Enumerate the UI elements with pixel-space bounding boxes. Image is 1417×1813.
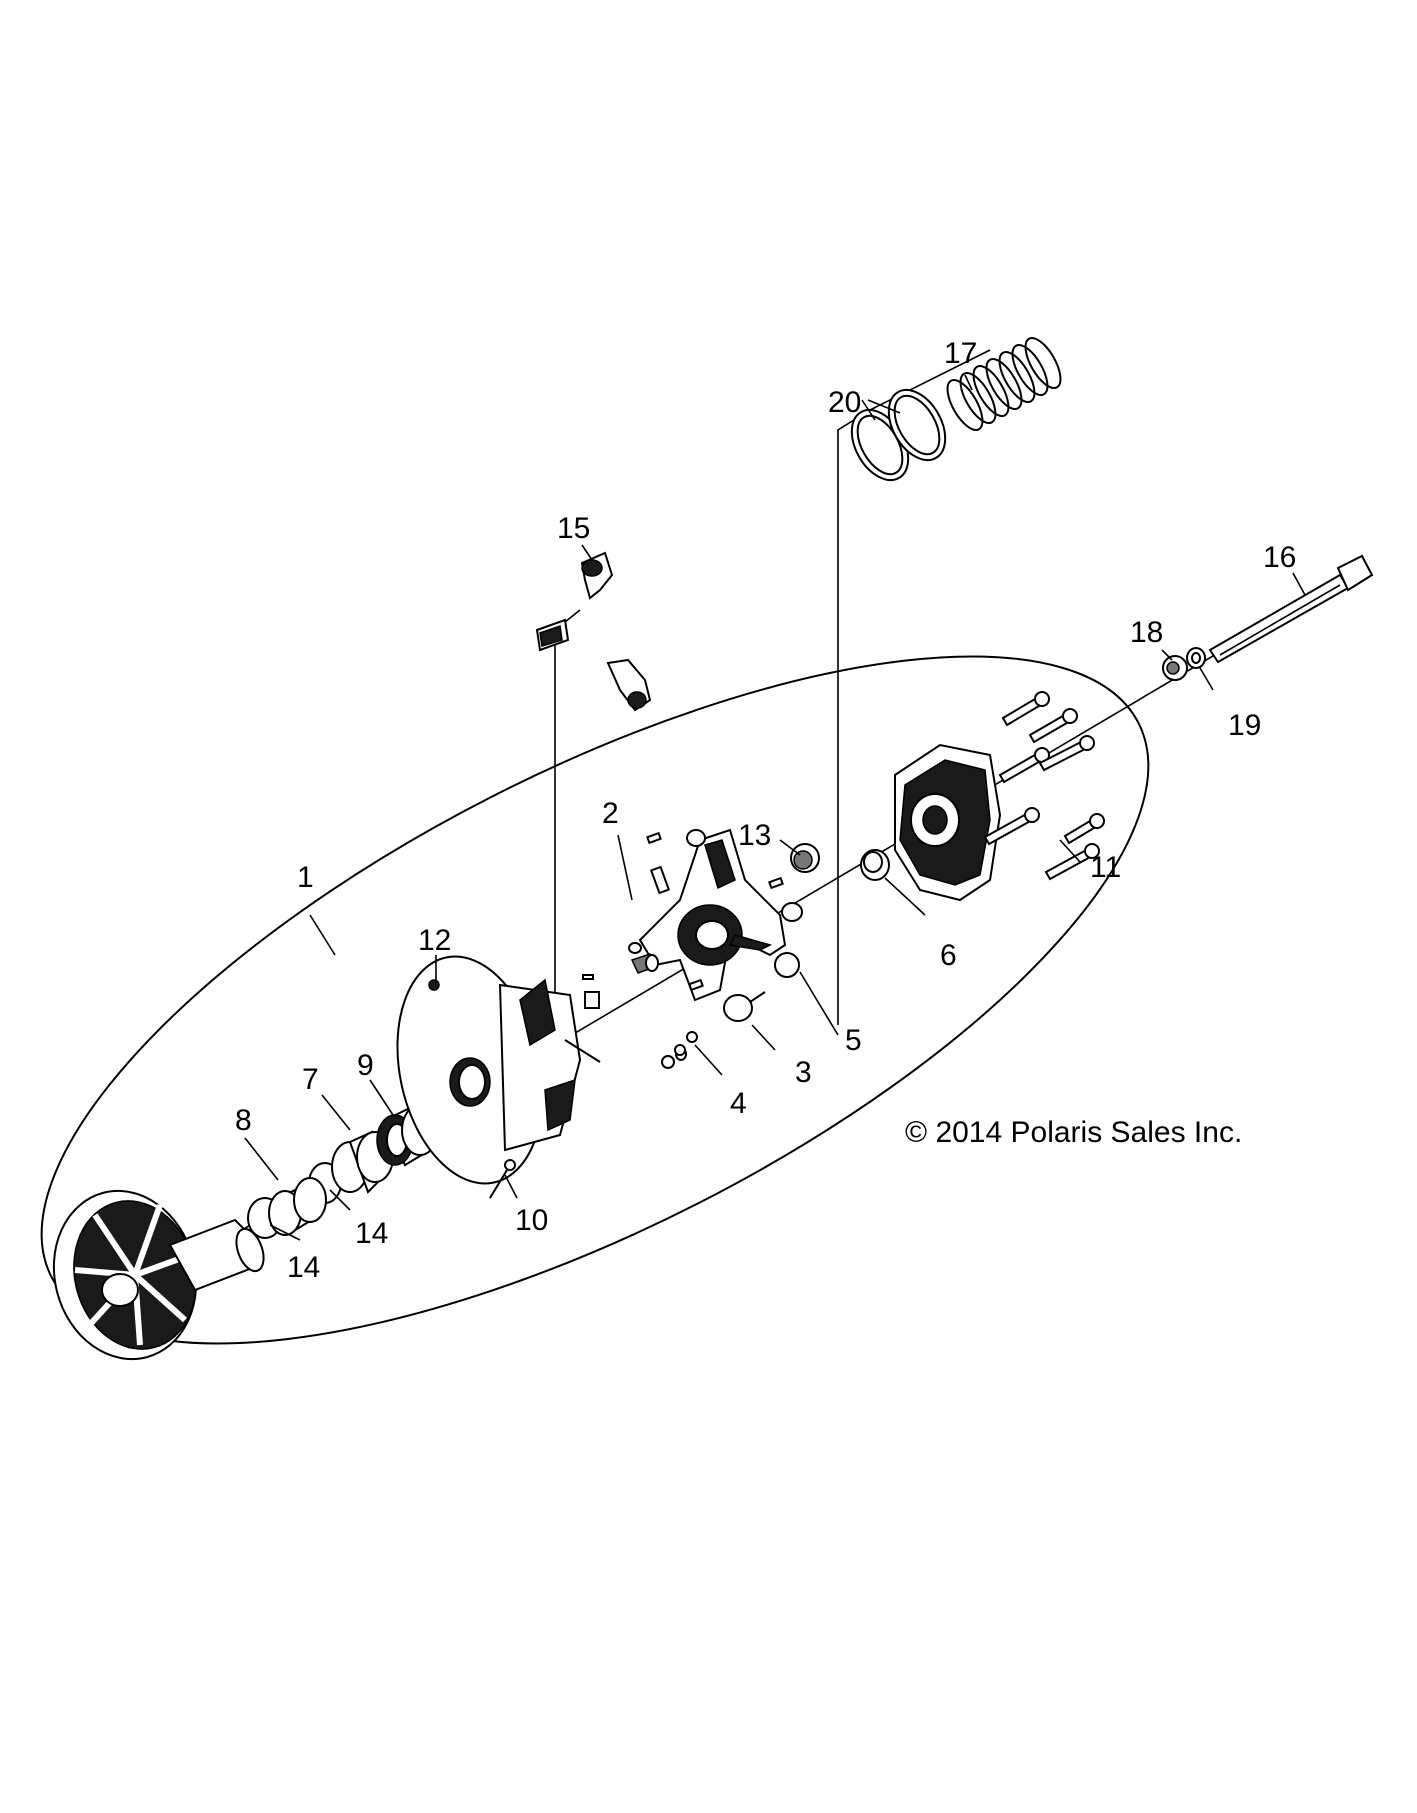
callout-10: 10 [515, 1204, 548, 1237]
callout-5: 5 [845, 1024, 862, 1057]
bolts-11 [983, 691, 1105, 881]
leader-20 [837, 409, 871, 1025]
callout-9: 9 [357, 1049, 374, 1082]
callout-19: 19 [1228, 709, 1261, 742]
sheave-screw [564, 1039, 601, 1063]
callout-12: 12 [418, 924, 451, 957]
fixed-sheave [52, 1189, 265, 1361]
callout-18: 18 [1130, 616, 1163, 649]
cover [894, 743, 1002, 902]
callout-leaders [244, 374, 1306, 1241]
callout-20: 20 [828, 386, 861, 419]
bushing-7 [331, 1130, 394, 1194]
callout-8: 8 [235, 1104, 252, 1137]
callout-2: 2 [602, 797, 619, 830]
callout-15: 15 [557, 512, 590, 545]
callout-6: 6 [940, 939, 957, 972]
callout-16: 16 [1263, 541, 1296, 574]
spider [638, 828, 787, 1002]
roller-block [584, 991, 600, 1009]
callout-4: 4 [730, 1087, 747, 1120]
callout-7: 7 [302, 1063, 319, 1096]
leader-15 [554, 609, 581, 1000]
callout-3: 3 [795, 1056, 812, 1089]
callout-14-left: 14 [287, 1251, 320, 1284]
callout-13: 13 [738, 819, 771, 852]
bushing-6 [860, 849, 890, 881]
moveable-sheave [396, 955, 582, 1185]
assembly-boundary [40, 655, 1150, 1345]
spring-17 [946, 337, 1062, 431]
bolt-16 [1208, 554, 1374, 664]
bushing-8 [268, 1177, 327, 1236]
callout-11: 11 [1090, 851, 1121, 884]
o-rings-20 [850, 388, 947, 482]
callout-1: 1 [297, 861, 314, 894]
weights-15 [535, 551, 652, 712]
pin-10 [489, 1159, 516, 1199]
spider-small-parts [628, 829, 803, 1069]
callout-14-right: 14 [355, 1217, 388, 1250]
copyright-text: © 2014 Polaris Sales Inc. [905, 1116, 1242, 1149]
nut-18 [1162, 655, 1188, 681]
bearing-13 [790, 843, 820, 873]
callout-17: 17 [944, 337, 977, 370]
washer-19 [1186, 647, 1206, 669]
